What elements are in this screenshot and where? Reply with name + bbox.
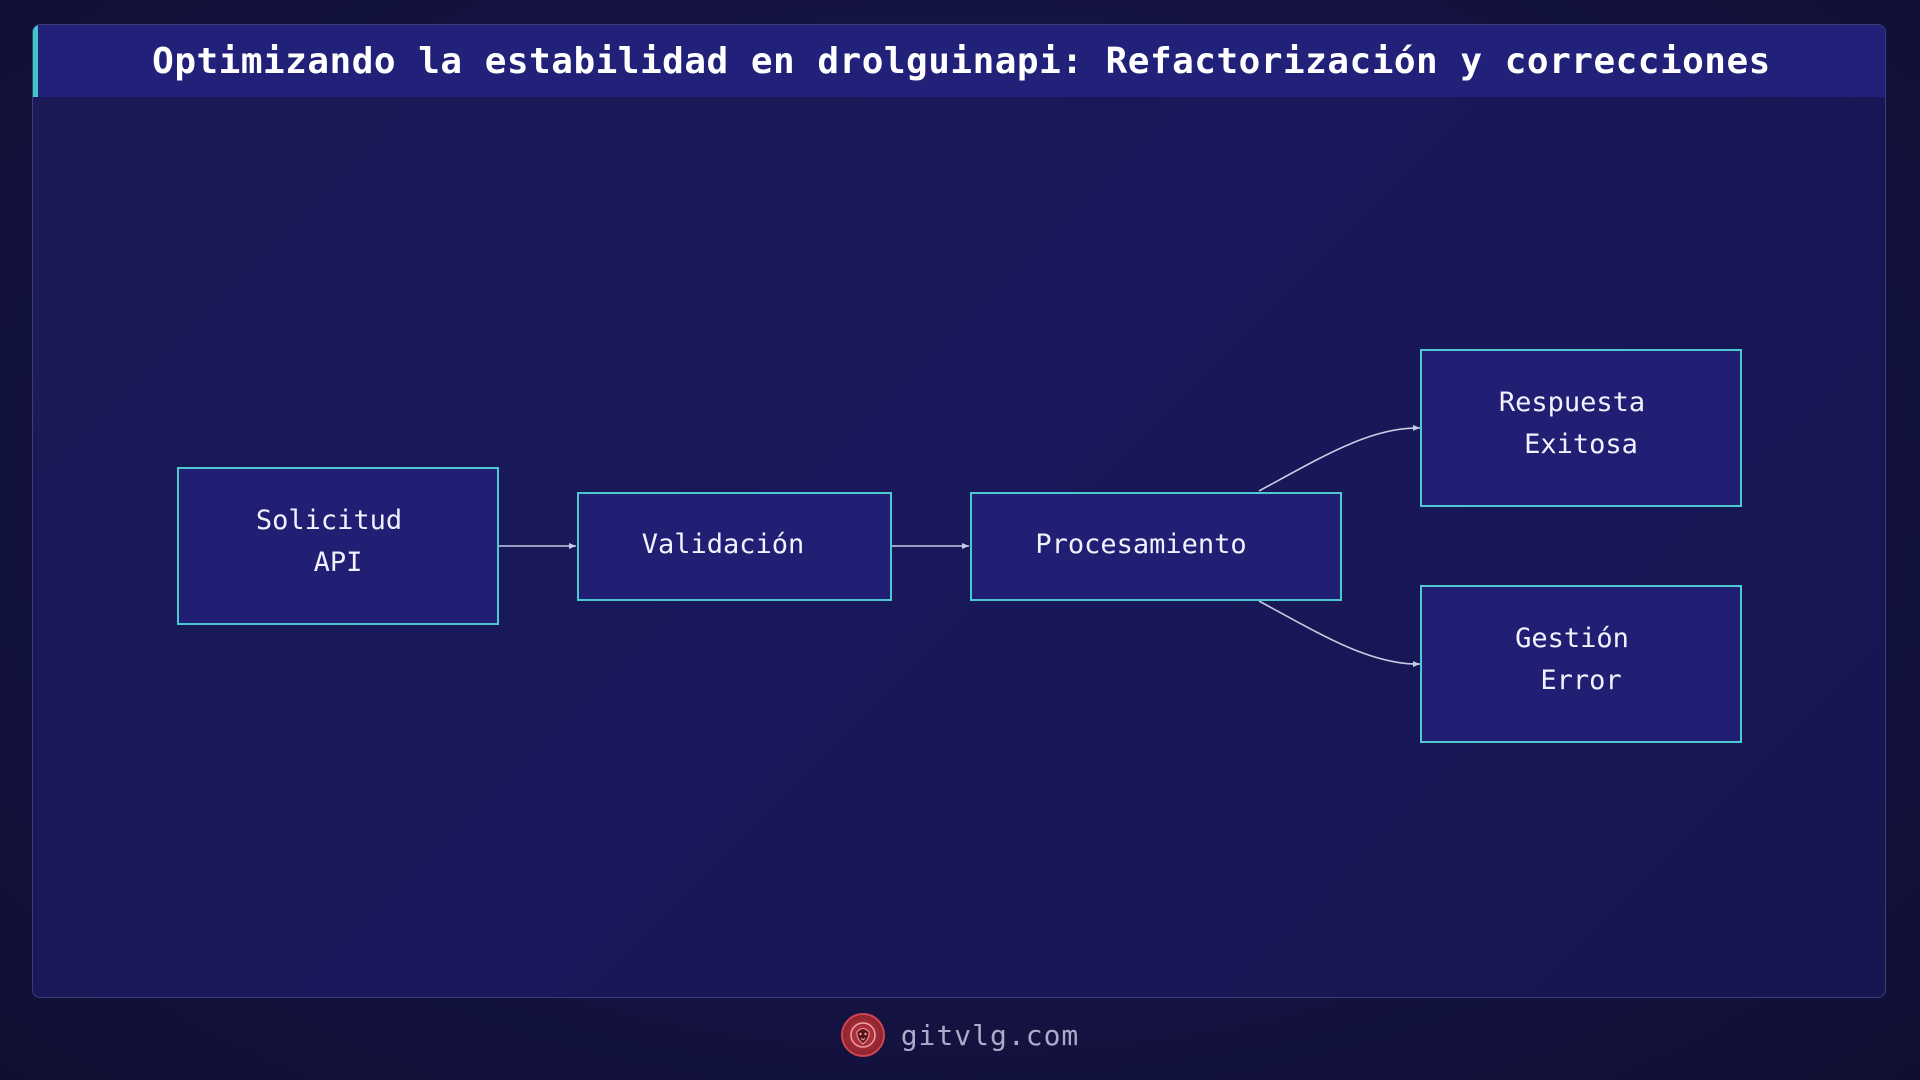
node-label-line2: API — [314, 547, 363, 578]
node-label-line2: Exitosa — [1524, 429, 1638, 460]
node-procesamiento: Procesamiento — [970, 492, 1342, 601]
title-bar: Optimizando la estabilidad en drolguinap… — [33, 25, 1885, 97]
footer: gitvlg.com — [0, 1010, 1920, 1060]
node-label-line2: Error — [1540, 665, 1621, 696]
lion-head-icon — [840, 1013, 885, 1057]
node-box — [177, 467, 499, 625]
node-gestion-error: Gestión Error — [1420, 585, 1742, 743]
node-label-line1: Validación — [642, 529, 805, 560]
node-box — [1420, 349, 1742, 507]
node-label-line1: Procesamiento — [1035, 529, 1246, 560]
node-label-line1: Gestión — [1515, 623, 1629, 654]
edge-procesamiento-gestion — [1258, 600, 1421, 668]
node-solicitud-api: Solicitud API — [177, 467, 499, 625]
node-label-line1: Solicitud — [256, 505, 402, 536]
node-respuesta-exitosa: Respuesta Exitosa — [1420, 349, 1742, 507]
node-box — [577, 492, 892, 601]
site-url[interactable]: gitvlg.com — [900, 1018, 1080, 1052]
node-validacion: Validación — [577, 492, 892, 601]
node-box — [970, 492, 1342, 601]
node-label-line1: Respuesta — [1499, 387, 1645, 418]
page-title: Optimizando la estabilidad en drolguinap… — [152, 40, 1771, 82]
node-box — [1420, 585, 1742, 743]
edge-procesamiento-respuesta — [1258, 424, 1421, 492]
